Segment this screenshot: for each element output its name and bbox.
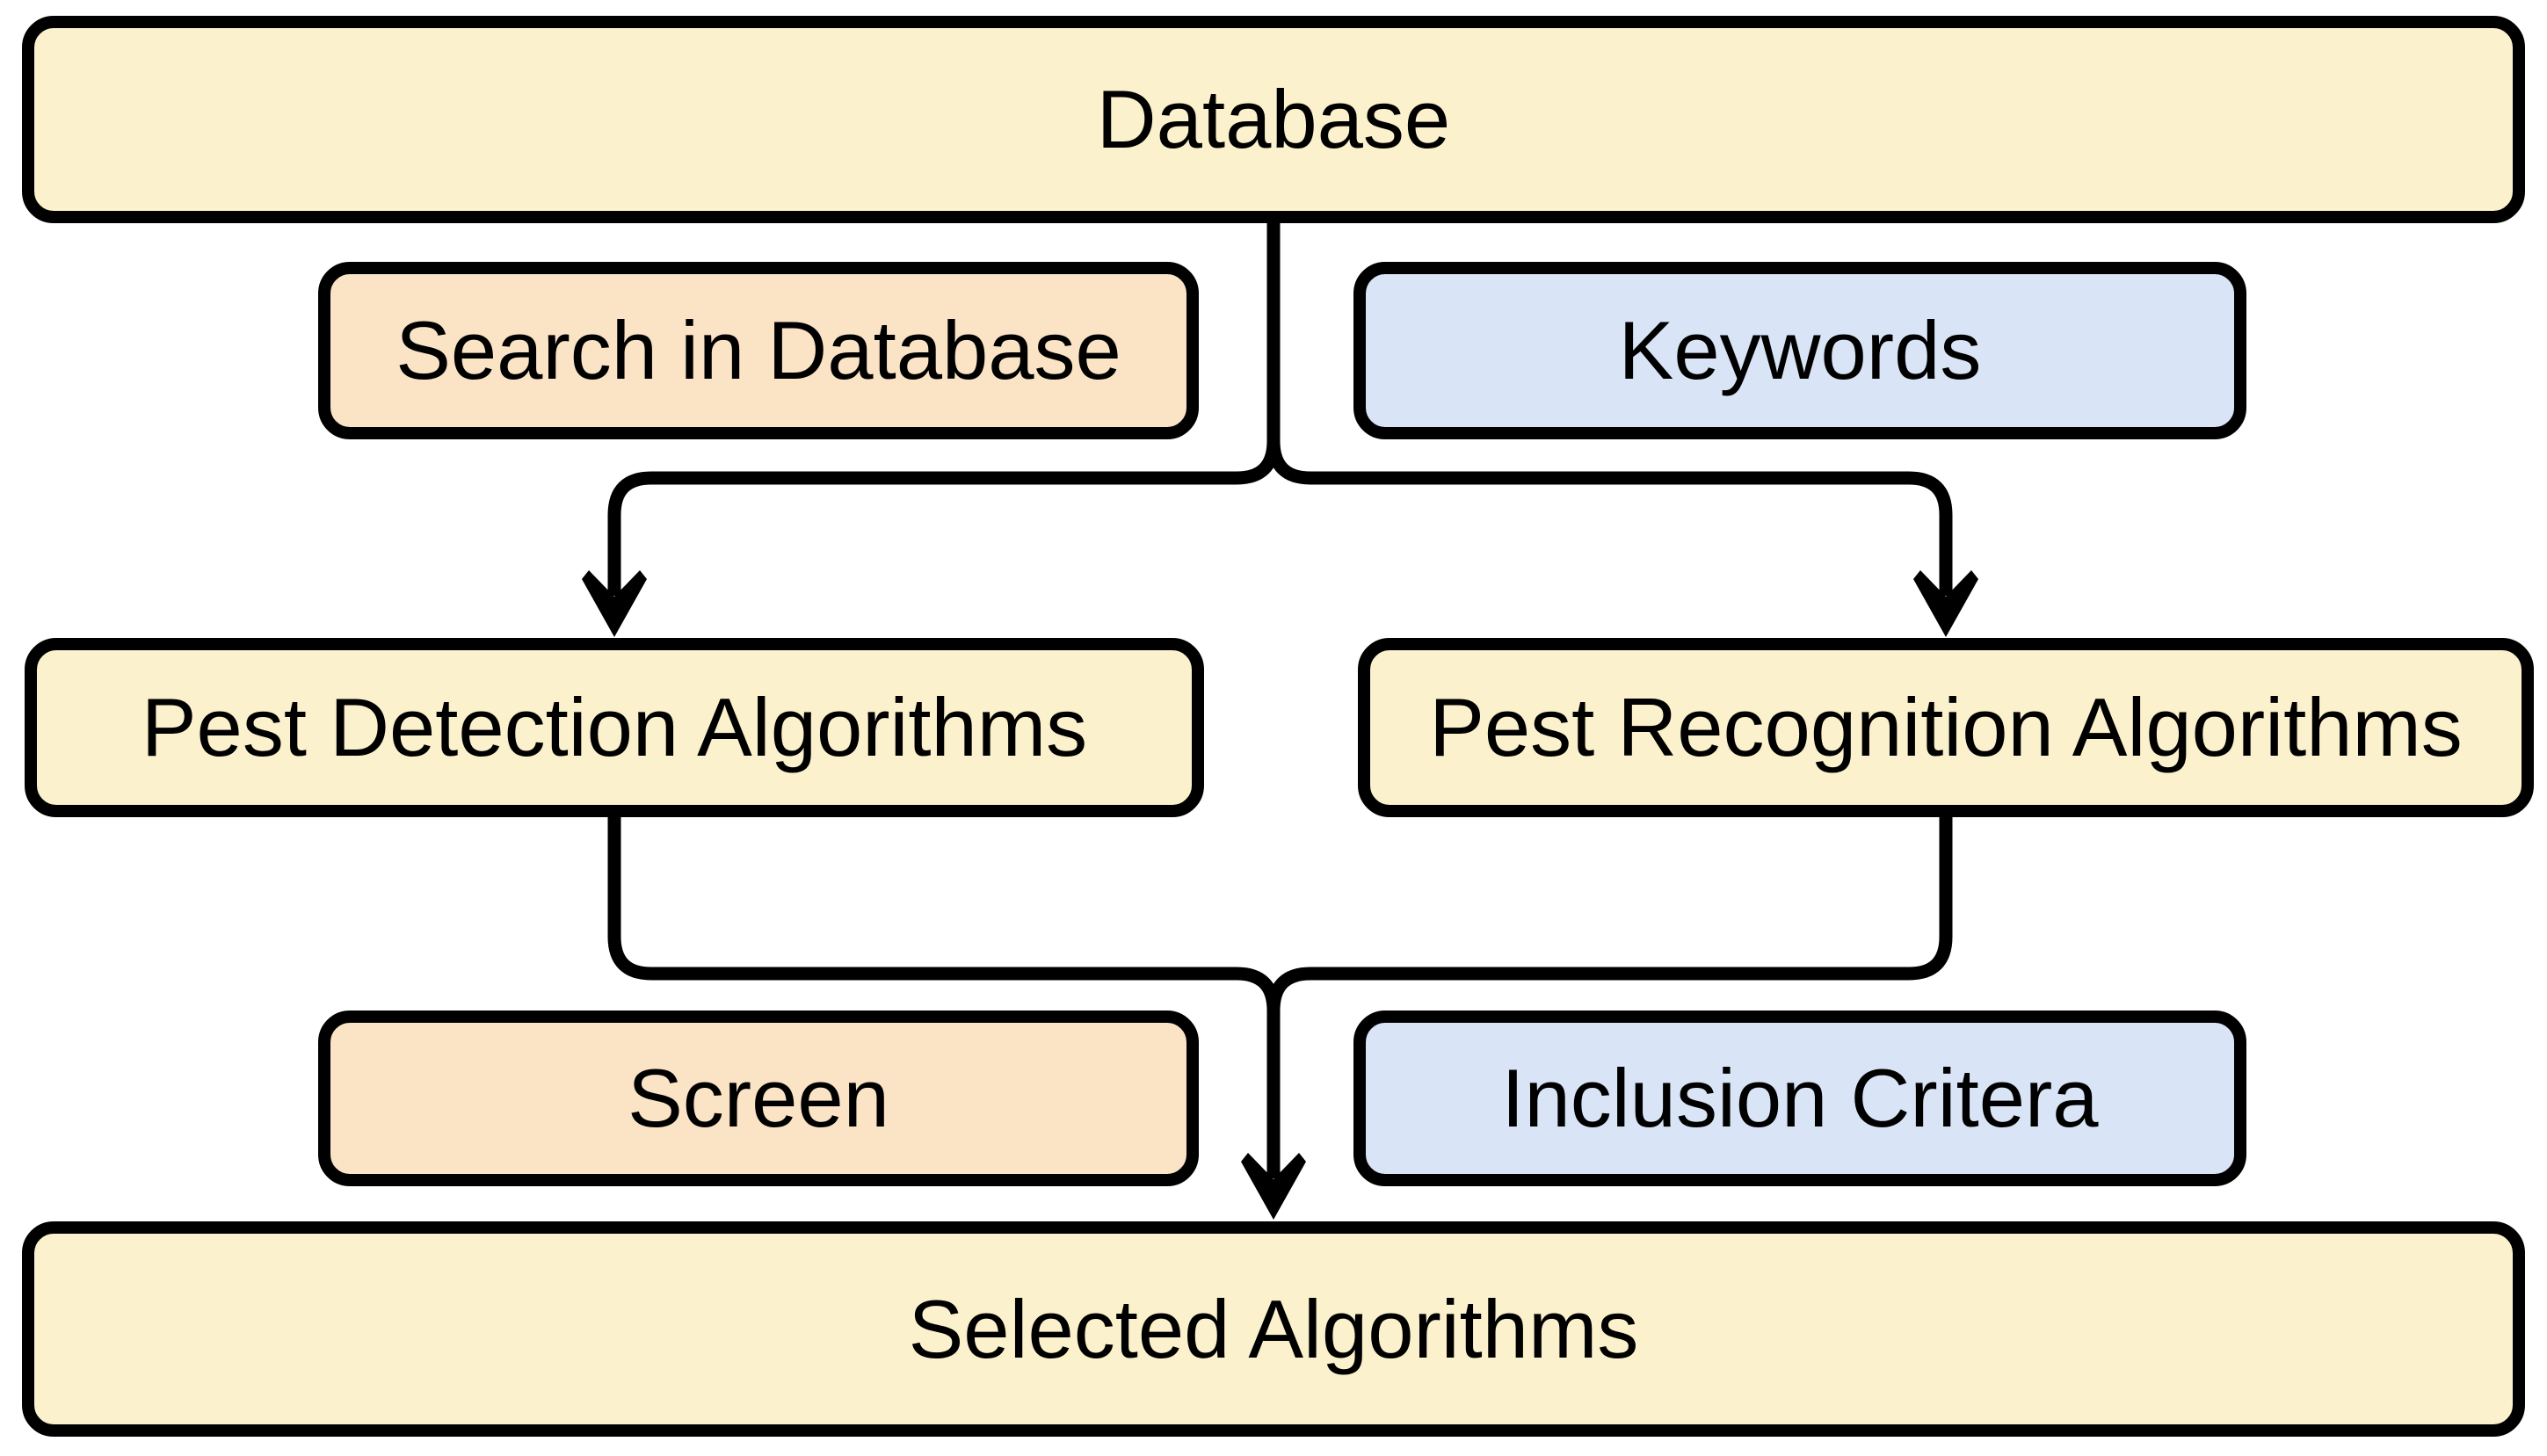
node-database: Database [22,16,2525,223]
node-pest-detection-algorithms: Pest Detection Algorithms [25,638,1204,817]
node-screen: Screen [318,1011,1199,1186]
node-keywords-label: Keywords [1618,304,1982,397]
node-inclusion-criteria-label: Inclusion Critera [1501,1052,2099,1145]
node-pest-detection-algorithms-label: Pest Detection Algorithms [141,681,1088,774]
edge-database-to-recognition [1266,223,1953,596]
node-inclusion-criteria: Inclusion Critera [1353,1011,2246,1186]
node-database-label: Database [1096,73,1451,166]
node-keywords: Keywords [1353,262,2246,439]
node-search-in-database-label: Search in Database [395,304,1121,397]
node-selected-algorithms: Selected Algorithms [22,1221,2525,1437]
arrowhead-database-to-recognition [1913,570,1978,637]
arrowhead-database-to-detection [582,570,647,637]
edge-recognition-to-selected [1266,817,1953,1178]
node-screen-label: Screen [628,1052,889,1145]
arrowhead-merge-to-selected [1241,1153,1306,1220]
node-search-in-database: Search in Database [318,262,1199,439]
node-selected-algorithms-label: Selected Algorithms [908,1282,1639,1375]
node-pest-recognition-algorithms: Pest Recognition Algorithms [1358,638,2534,817]
node-pest-recognition-algorithms-label: Pest Recognition Algorithms [1429,681,2463,774]
